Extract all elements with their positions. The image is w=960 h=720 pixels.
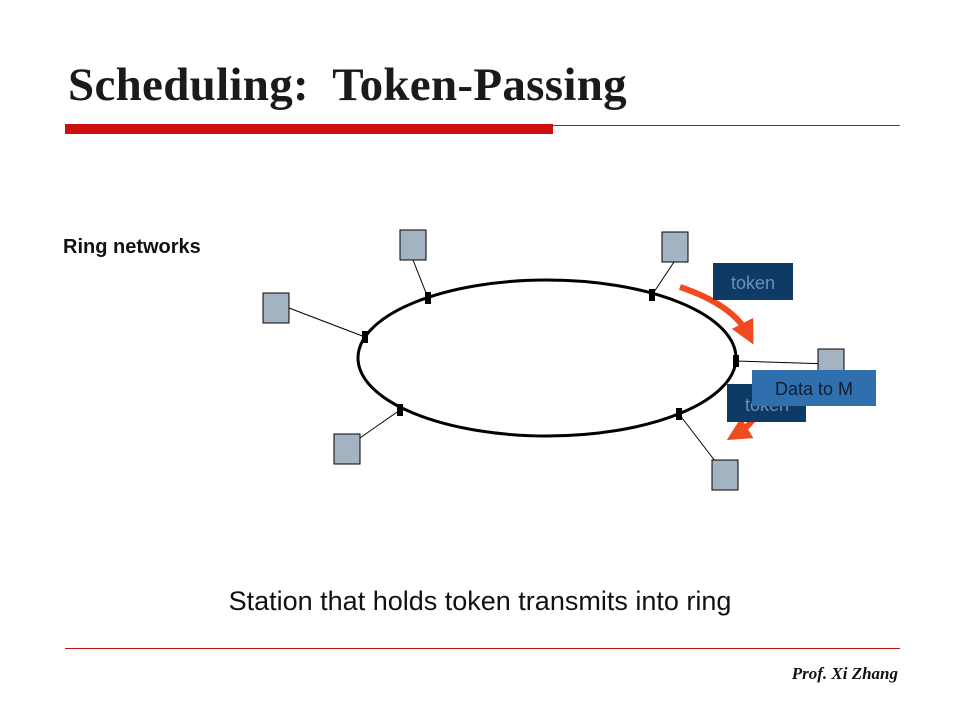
station-link-top-right [651, 261, 675, 296]
ring-tap [676, 408, 682, 420]
ring-tap [397, 404, 403, 416]
token-box-top [713, 263, 793, 300]
station-bottom-left [333, 433, 361, 465]
ring-tap [362, 331, 368, 343]
station-link-top-left [412, 259, 429, 299]
ring-networks-label: Ring networks [63, 236, 201, 258]
title-underline-thick [65, 124, 553, 134]
data-to-m-box [752, 370, 876, 406]
token-arrow-top [679, 284, 754, 345]
slide-caption: Station that holds token transmits into … [228, 586, 732, 616]
ring-tap [733, 355, 739, 367]
slide-title: Scheduling: Token-Passing [68, 59, 627, 111]
station-link-left [288, 307, 366, 338]
title-underline-thin [553, 125, 900, 126]
footer-credit: Prof. Xi Zhang [791, 664, 898, 683]
station-bottom-right [711, 459, 739, 491]
ring-tap [649, 289, 655, 301]
token-label-top: token [731, 273, 775, 293]
station-left [262, 292, 290, 324]
ring-tap [425, 292, 431, 304]
station-link-right [735, 360, 832, 365]
station-top-left [399, 229, 427, 261]
footer-divider [65, 648, 900, 649]
data-to-m-label: Data to M [775, 379, 853, 399]
station-top-right [661, 231, 689, 263]
